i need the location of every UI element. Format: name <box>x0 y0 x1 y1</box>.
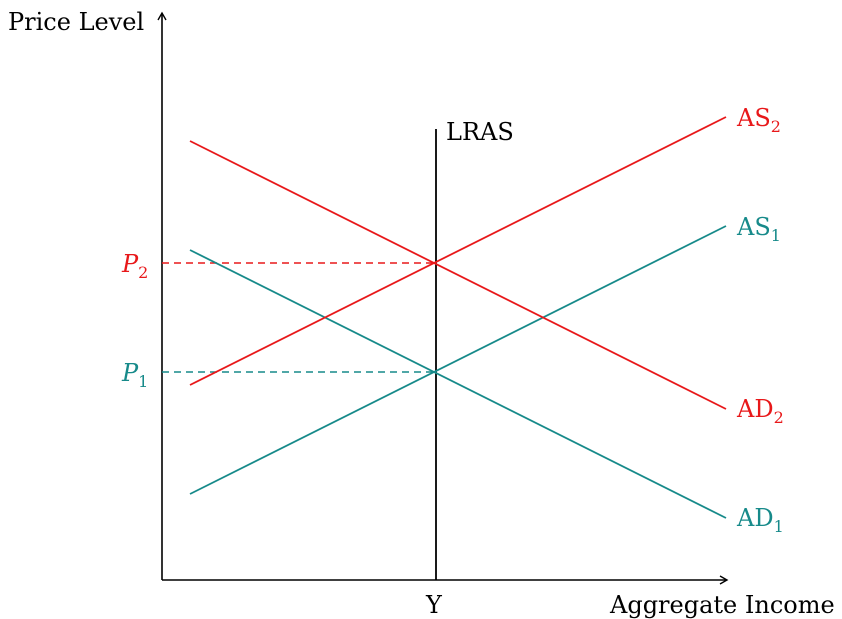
ad2-label: AD2 <box>736 395 784 427</box>
x-axis-label: Aggregate Income <box>609 591 835 619</box>
as1-line <box>189 225 727 495</box>
ad2-line <box>189 140 727 410</box>
as2-label: AS2 <box>736 104 781 136</box>
lras-label: LRAS <box>446 118 514 146</box>
x-tick-y: Y <box>425 591 443 619</box>
ad1-label: AD1 <box>736 504 784 536</box>
as1-label: AS1 <box>736 213 781 245</box>
p2-label: P2 <box>121 250 148 282</box>
y-axis-label: Price Level <box>8 8 144 36</box>
as2-line <box>189 116 727 386</box>
p1-label: P1 <box>121 359 148 391</box>
ad1-line <box>189 249 727 519</box>
